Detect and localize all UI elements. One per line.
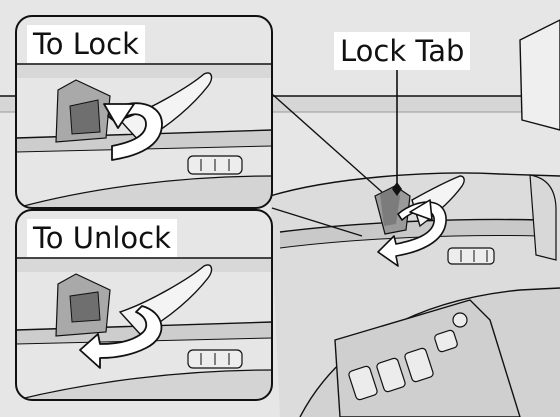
inset-to-unlock — [15, 209, 273, 401]
curved-arrow-left-icon — [79, 305, 163, 369]
main-rotate-arrow-icon — [377, 199, 447, 267]
curved-arrow-right-icon — [103, 102, 163, 161]
callout-leader-lines — [271, 93, 383, 237]
to-lock-label: To Lock — [27, 25, 145, 63]
to-unlock-label: To Unlock — [27, 219, 177, 257]
lock-tab-label: Lock Tab — [334, 32, 471, 70]
window-switch-cluster — [348, 312, 468, 401]
lock-tab-leader — [392, 70, 402, 196]
